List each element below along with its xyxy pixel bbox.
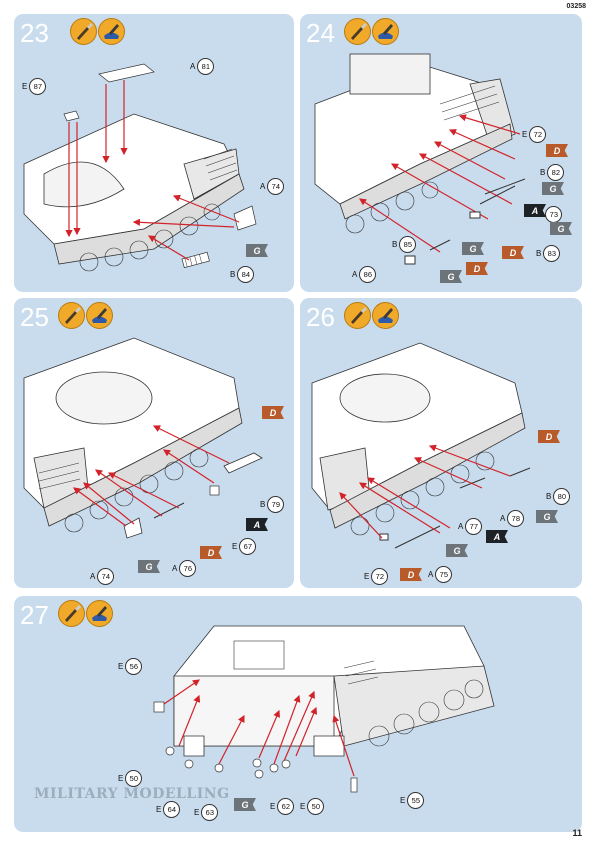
step-24-panel: 24 E72 B82 A73 B85 bbox=[300, 14, 582, 292]
watermark: MILITARY MODELLING bbox=[34, 786, 230, 802]
document-number: 03258 bbox=[566, 3, 586, 10]
color-flag-g: G bbox=[234, 798, 256, 811]
paint-icon bbox=[372, 18, 399, 45]
color-flag-g: G bbox=[246, 244, 268, 257]
color-flag-g: G bbox=[536, 510, 558, 523]
color-flag-a: A bbox=[246, 518, 268, 531]
glue-icon bbox=[58, 302, 85, 329]
paint-icon bbox=[86, 302, 113, 329]
color-flag-g: G bbox=[446, 544, 468, 557]
color-flag-d: D bbox=[400, 568, 422, 581]
step-number: 26 bbox=[306, 302, 335, 332]
color-flag-a: A bbox=[486, 530, 508, 543]
color-flag-g: G bbox=[550, 222, 572, 235]
glue-icon bbox=[58, 600, 85, 627]
color-flag-g: G bbox=[542, 182, 564, 195]
color-flag-d: D bbox=[546, 144, 568, 157]
step-number: 24 bbox=[306, 18, 335, 48]
page-number: 11 bbox=[572, 828, 582, 838]
paint-icon bbox=[98, 18, 125, 45]
assembly-drawing bbox=[23, 63, 257, 272]
color-flag-d: D bbox=[200, 546, 222, 559]
assembly-drawing bbox=[311, 342, 531, 549]
step-27-panel: 27 bbox=[14, 596, 582, 832]
color-flag-d: D bbox=[262, 406, 284, 419]
glue-icon bbox=[70, 18, 97, 45]
step-number: 23 bbox=[20, 18, 49, 48]
glue-icon bbox=[344, 302, 371, 329]
color-flag-g: G bbox=[462, 242, 484, 255]
color-flag-a: A bbox=[524, 204, 546, 217]
color-flag-d: D bbox=[538, 430, 560, 443]
step-number: 27 bbox=[20, 600, 49, 630]
assembly-drawing bbox=[153, 625, 495, 793]
color-flag-d: D bbox=[502, 246, 524, 259]
assembly-drawing bbox=[23, 337, 263, 539]
paint-icon bbox=[86, 600, 113, 627]
glue-icon bbox=[344, 18, 371, 45]
color-flag-g: G bbox=[440, 270, 462, 283]
paint-icon bbox=[372, 302, 399, 329]
assembly-drawing bbox=[314, 53, 526, 265]
step-number: 25 bbox=[20, 302, 49, 332]
color-flag-g: G bbox=[138, 560, 160, 573]
color-flag-d: D bbox=[466, 262, 488, 275]
